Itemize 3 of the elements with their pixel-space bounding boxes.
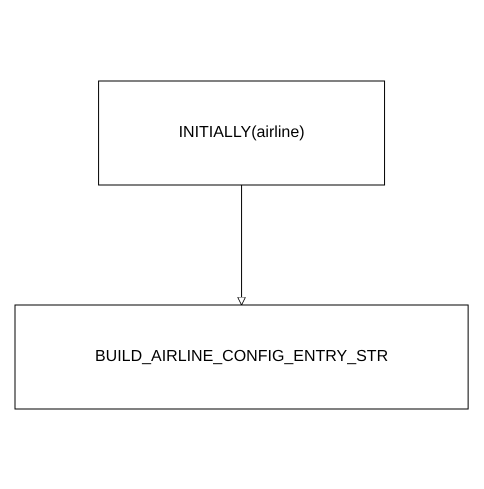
arrow xyxy=(238,184,246,305)
node-box: INITIALLY(airline) xyxy=(98,80,386,185)
node-box: BUILD_AIRLINE_CONFIG_ENTRY_STR xyxy=(14,304,470,409)
